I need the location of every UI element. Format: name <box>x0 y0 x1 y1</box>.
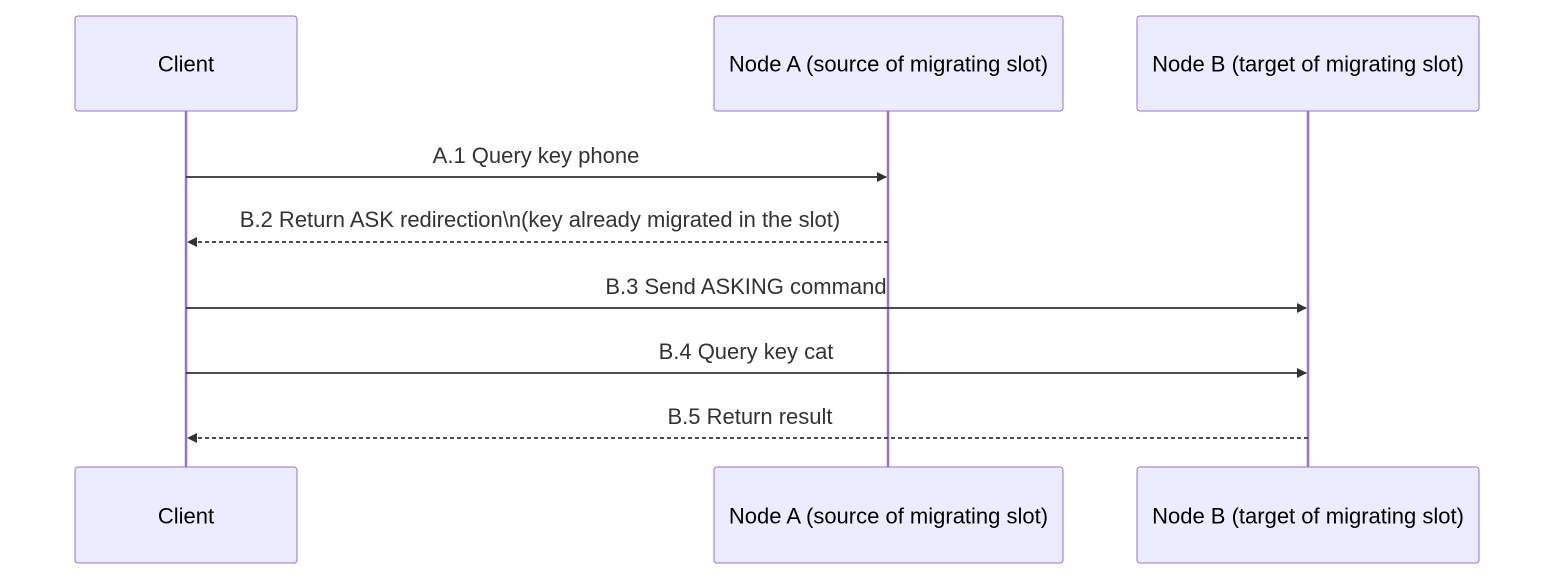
message-b4: B.4 Query key cat <box>186 339 1307 378</box>
actor-label: Client <box>158 52 214 77</box>
actor-client-bottom: Client <box>74 466 298 564</box>
actor-label: Client <box>158 504 214 529</box>
message-b3: B.3 Send ASKING command <box>186 274 1307 313</box>
actors-top: Client Node A (source of migrating slot)… <box>74 15 1480 112</box>
actor-label: Node B (target of migrating slot) <box>1152 504 1464 529</box>
actor-label: Node A (source of migrating slot) <box>729 52 1048 77</box>
actor-node-a-top: Node A (source of migrating slot) <box>713 15 1064 112</box>
message-label: B.2 Return ASK redirection\n(key already… <box>240 207 840 232</box>
actors-bottom: Client Node A (source of migrating slot)… <box>74 466 1480 564</box>
actor-label: Node B (target of migrating slot) <box>1152 52 1464 77</box>
message-label: A.1 Query key phone <box>433 143 640 168</box>
actor-label: Node A (source of migrating slot) <box>729 504 1048 529</box>
message-b2: B.2 Return ASK redirection\n(key already… <box>187 207 888 247</box>
actor-node-b-top: Node B (target of migrating slot) <box>1136 15 1480 112</box>
message-label: B.5 Return result <box>667 404 832 429</box>
message-label: B.3 Send ASKING command <box>605 274 886 299</box>
lifelines <box>184 110 1310 467</box>
actor-client-top: Client <box>74 15 298 112</box>
message-b5: B.5 Return result <box>187 404 1308 443</box>
actor-node-b-bottom: Node B (target of migrating slot) <box>1136 466 1480 564</box>
message-a1: A.1 Query key phone <box>186 143 887 182</box>
actor-node-a-bottom: Node A (source of migrating slot) <box>713 466 1064 564</box>
message-label: B.4 Query key cat <box>659 339 834 364</box>
messages: A.1 Query key phone B.2 Return ASK redir… <box>186 143 1308 443</box>
